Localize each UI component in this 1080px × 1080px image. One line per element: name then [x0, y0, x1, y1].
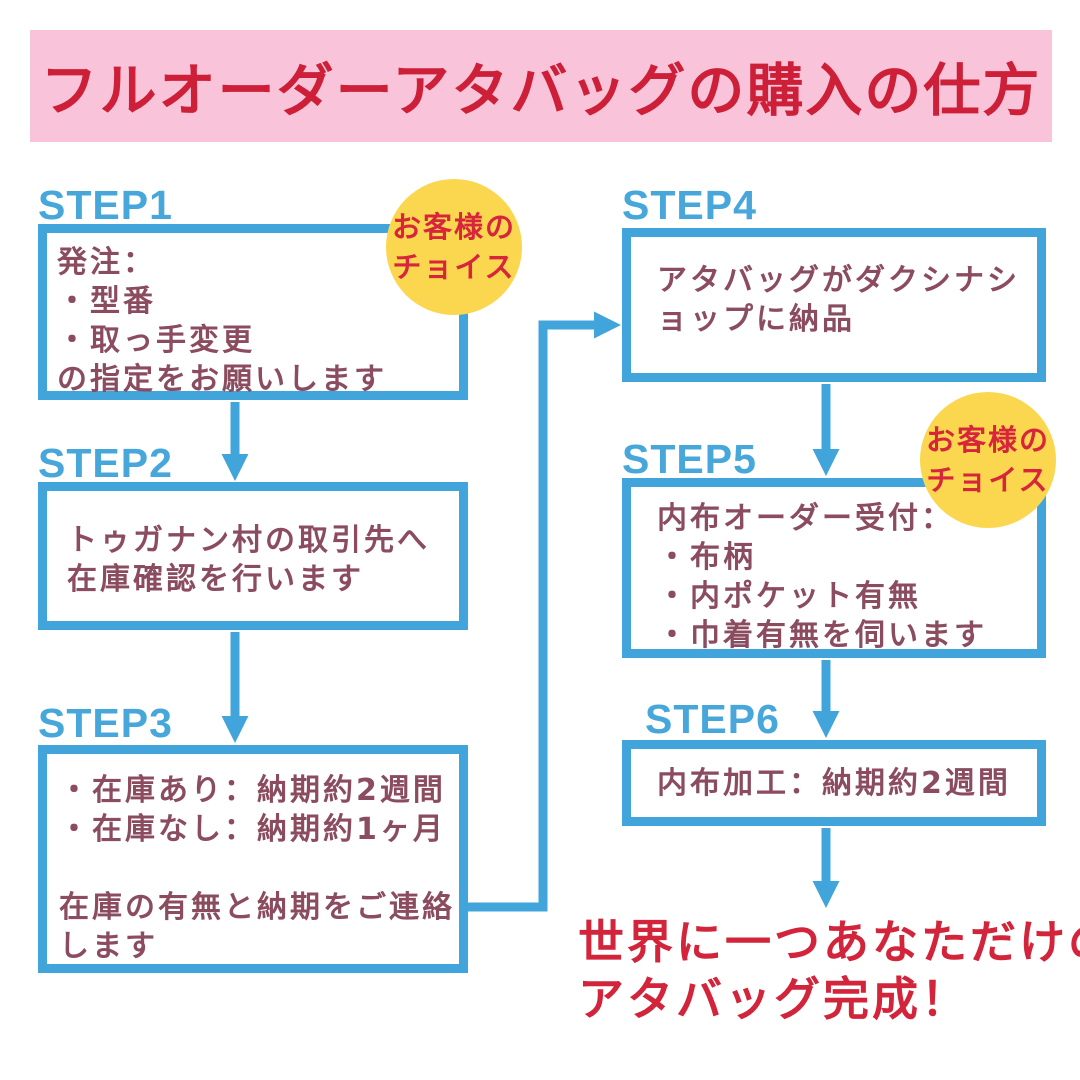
page-title: フルオーダーアタバッグの購入の仕方 [40, 58, 1042, 124]
step1-line-3: ・取っ手変更 [57, 323, 255, 358]
step2-box: トゥガナン村の取引先へ 在庫確認を行います [38, 482, 468, 630]
badge-line-1: お客様の [925, 423, 1050, 457]
step1-line-4: の指定をお願いします [57, 362, 387, 397]
badge-line-2: チョイス [926, 463, 1050, 497]
title-banner: フルオーダーアタバッグの購入の仕方 [30, 30, 1052, 142]
step2-line-1: トゥガナン村の取引先へ [67, 523, 430, 558]
arrow-step3-to-step4-icon [468, 311, 621, 912]
step3-line-1: ・在庫あり：納期約2週間 [59, 773, 446, 808]
step2-label: STEP2 [38, 440, 173, 486]
step1-box: 発注： ・型番 ・取っ手変更 の指定をお願いします [38, 224, 468, 400]
step2-line-2: 在庫確認を行います [67, 562, 364, 597]
step3-label: STEP3 [38, 700, 173, 746]
step5-label: STEP5 [622, 436, 757, 482]
badge-line-1: お客様の [391, 210, 516, 244]
step6-box: 内布加工：納期約2週間 [622, 740, 1046, 826]
badge-line-2: チョイス [392, 250, 516, 284]
step5-line-4: ・巾着有無を伺います [657, 618, 987, 653]
step3-line-4: 在庫の有無と納期をご連絡 [59, 890, 455, 925]
step6-label: STEP6 [645, 696, 780, 742]
step3-line-3 [59, 849, 455, 888]
customer-choice-badge-step5: お客様の チョイス [920, 392, 1056, 528]
step4-box: アタバッグがダクシナシ ョップに納品 [622, 228, 1046, 382]
step4-label: STEP4 [622, 182, 757, 228]
step4-line-1: アタバッグがダクシナシ [657, 263, 1020, 298]
step3-line-2: ・在庫なし：納期約1ヶ月 [59, 812, 446, 847]
completion-line-2: アタバッグ完成！ [578, 972, 970, 1026]
step1-label: STEP1 [38, 182, 173, 228]
completion-line-1: 世界に一つあなただけの [578, 915, 1080, 969]
completion-message: 世界に一つあなただけの アタバッグ完成！ [578, 914, 1080, 1028]
step3-line-5: します [59, 929, 158, 964]
step1-line-2: ・型番 [57, 284, 156, 319]
step3-box: ・在庫あり：納期約2週間 ・在庫なし：納期約1ヶ月 在庫の有無と納期をご連絡 し… [38, 745, 468, 973]
step5-line-3: ・内ポケット有無 [657, 579, 921, 614]
customer-choice-badge-step1: お客様の チョイス [386, 179, 522, 315]
step5-line-1: 内布オーダー受付： [657, 501, 954, 536]
step4-line-2: ョップに納品 [657, 302, 855, 337]
step5-line-2: ・布柄 [657, 540, 756, 575]
step1-line-1: 発注： [57, 245, 156, 280]
step6-line-1: 内布加工：納期約2週間 [657, 765, 1011, 801]
